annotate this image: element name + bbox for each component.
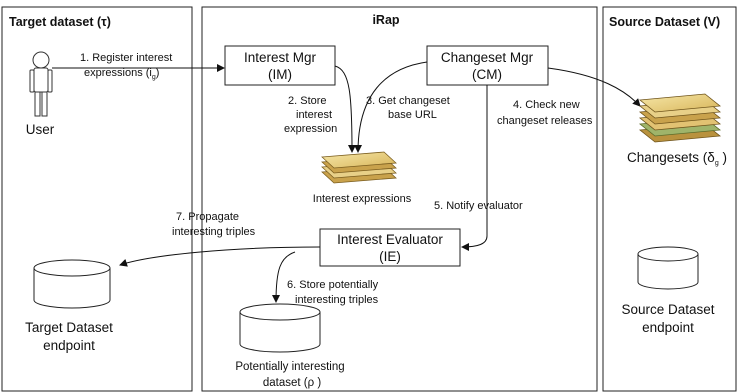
user-icon — [29, 51, 53, 117]
potential-dataset-label-line2: dataset (ρ ) — [263, 377, 321, 389]
step-4-arrow — [547, 67, 641, 107]
step-7-label-line1: 7. Propagate — [176, 211, 239, 223]
step-3-label-line2: base URL — [388, 109, 437, 121]
changeset-mgr-abbr: (CM) — [472, 67, 502, 82]
step-3-label-line1: 3. Get changeset — [366, 95, 450, 107]
step-6-label-line1: 6. Store potentially — [287, 279, 379, 291]
target-panel-title: Target dataset (τ) — [9, 15, 111, 29]
interest-evaluator-name: Interest Evaluator — [337, 232, 443, 247]
potential-dataset-label-line1: Potentially interesting — [235, 361, 344, 373]
interest-evaluator-box — [319, 228, 461, 267]
target-endpoint-database-icon — [33, 259, 111, 309]
interest-mgr-abbr: (IM) — [268, 67, 292, 82]
irap-panel — [201, 6, 598, 392]
step-5-label: 5. Notify evaluator — [434, 200, 523, 212]
target-endpoint-label-line2: endpoint — [43, 338, 95, 353]
irap-panel-title: iRap — [372, 13, 399, 27]
step-7-label-line2: interesting triples — [172, 226, 256, 238]
source-dataset-panel — [602, 6, 737, 392]
source-endpoint-label-line2: endpoint — [642, 320, 694, 335]
step-2-label-line2: interest — [296, 109, 332, 121]
changesets-stack-icon — [638, 93, 722, 143]
step-7-arrow — [119, 246, 321, 267]
interest-expressions-stack-icon — [321, 151, 397, 184]
interest-mgr-name: Interest Mgr — [244, 50, 317, 65]
step-6-arrow — [272, 251, 296, 303]
source-endpoint-database-icon — [637, 246, 699, 290]
potential-dataset-database-icon — [239, 303, 321, 353]
interest-mgr-box — [224, 45, 336, 86]
step-5-arrow — [461, 85, 488, 251]
changeset-mgr-name: Changeset Mgr — [441, 50, 534, 65]
step-4-label-line1: 4. Check new — [513, 99, 580, 111]
target-endpoint-label-line1: Target Dataset — [25, 320, 113, 335]
step-2-arrow — [334, 65, 356, 153]
step-2-label-line3: expression — [284, 123, 337, 135]
interest-expressions-label: Interest expressions — [313, 193, 412, 205]
step-1-label-line1: 1. Register interest — [80, 52, 172, 64]
target-dataset-panel — [1, 6, 193, 392]
step-6-label-line2: interesting triples — [295, 294, 379, 306]
interest-evaluator-abbr: (IE) — [379, 249, 401, 264]
step-4-label-line2: changeset releases — [497, 115, 593, 127]
step-3-arrow — [354, 61, 428, 153]
source-endpoint-label-line1: Source Dataset — [621, 302, 714, 317]
user-label: User — [26, 122, 55, 137]
changesets-label: Changesets (δg ) — [627, 150, 727, 167]
source-panel-title: Source Dataset (V) — [609, 15, 720, 29]
step-1-label-line2: expressions (ig) — [84, 67, 159, 81]
step-2-label-line1: 2. Store — [288, 95, 327, 107]
